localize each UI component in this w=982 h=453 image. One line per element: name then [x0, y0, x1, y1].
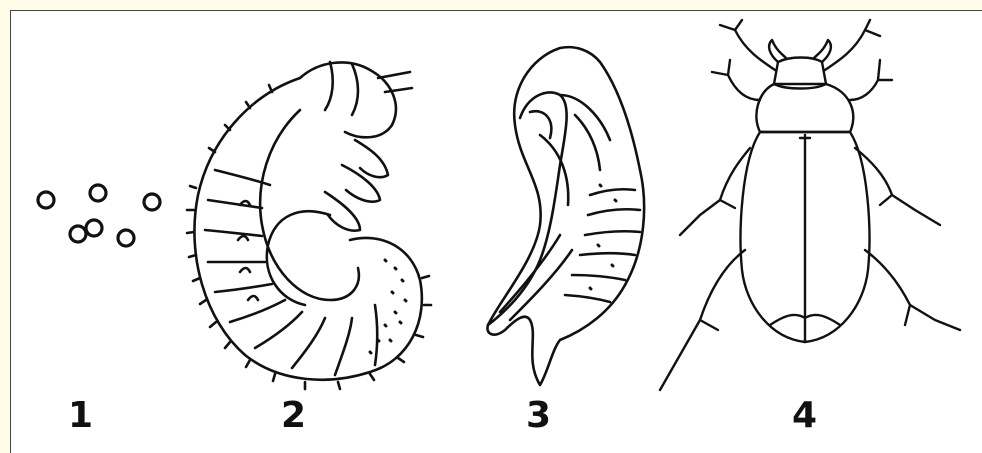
stage-label-larva: 2: [281, 398, 306, 434]
stage-label-adult: 4: [792, 398, 817, 434]
egg: [118, 230, 134, 246]
pupa-illustration: [487, 47, 644, 385]
adult-beetle-illustration: [660, 20, 960, 390]
stage-label-egg: 1: [68, 398, 93, 434]
egg: [90, 185, 106, 201]
egg: [38, 192, 54, 208]
larva-illustration: [187, 62, 431, 389]
egg: [86, 220, 102, 236]
egg: [144, 194, 160, 210]
egg: [70, 226, 86, 242]
eggs-illustration: [38, 185, 160, 246]
stage-label-pupa: 3: [526, 398, 551, 434]
